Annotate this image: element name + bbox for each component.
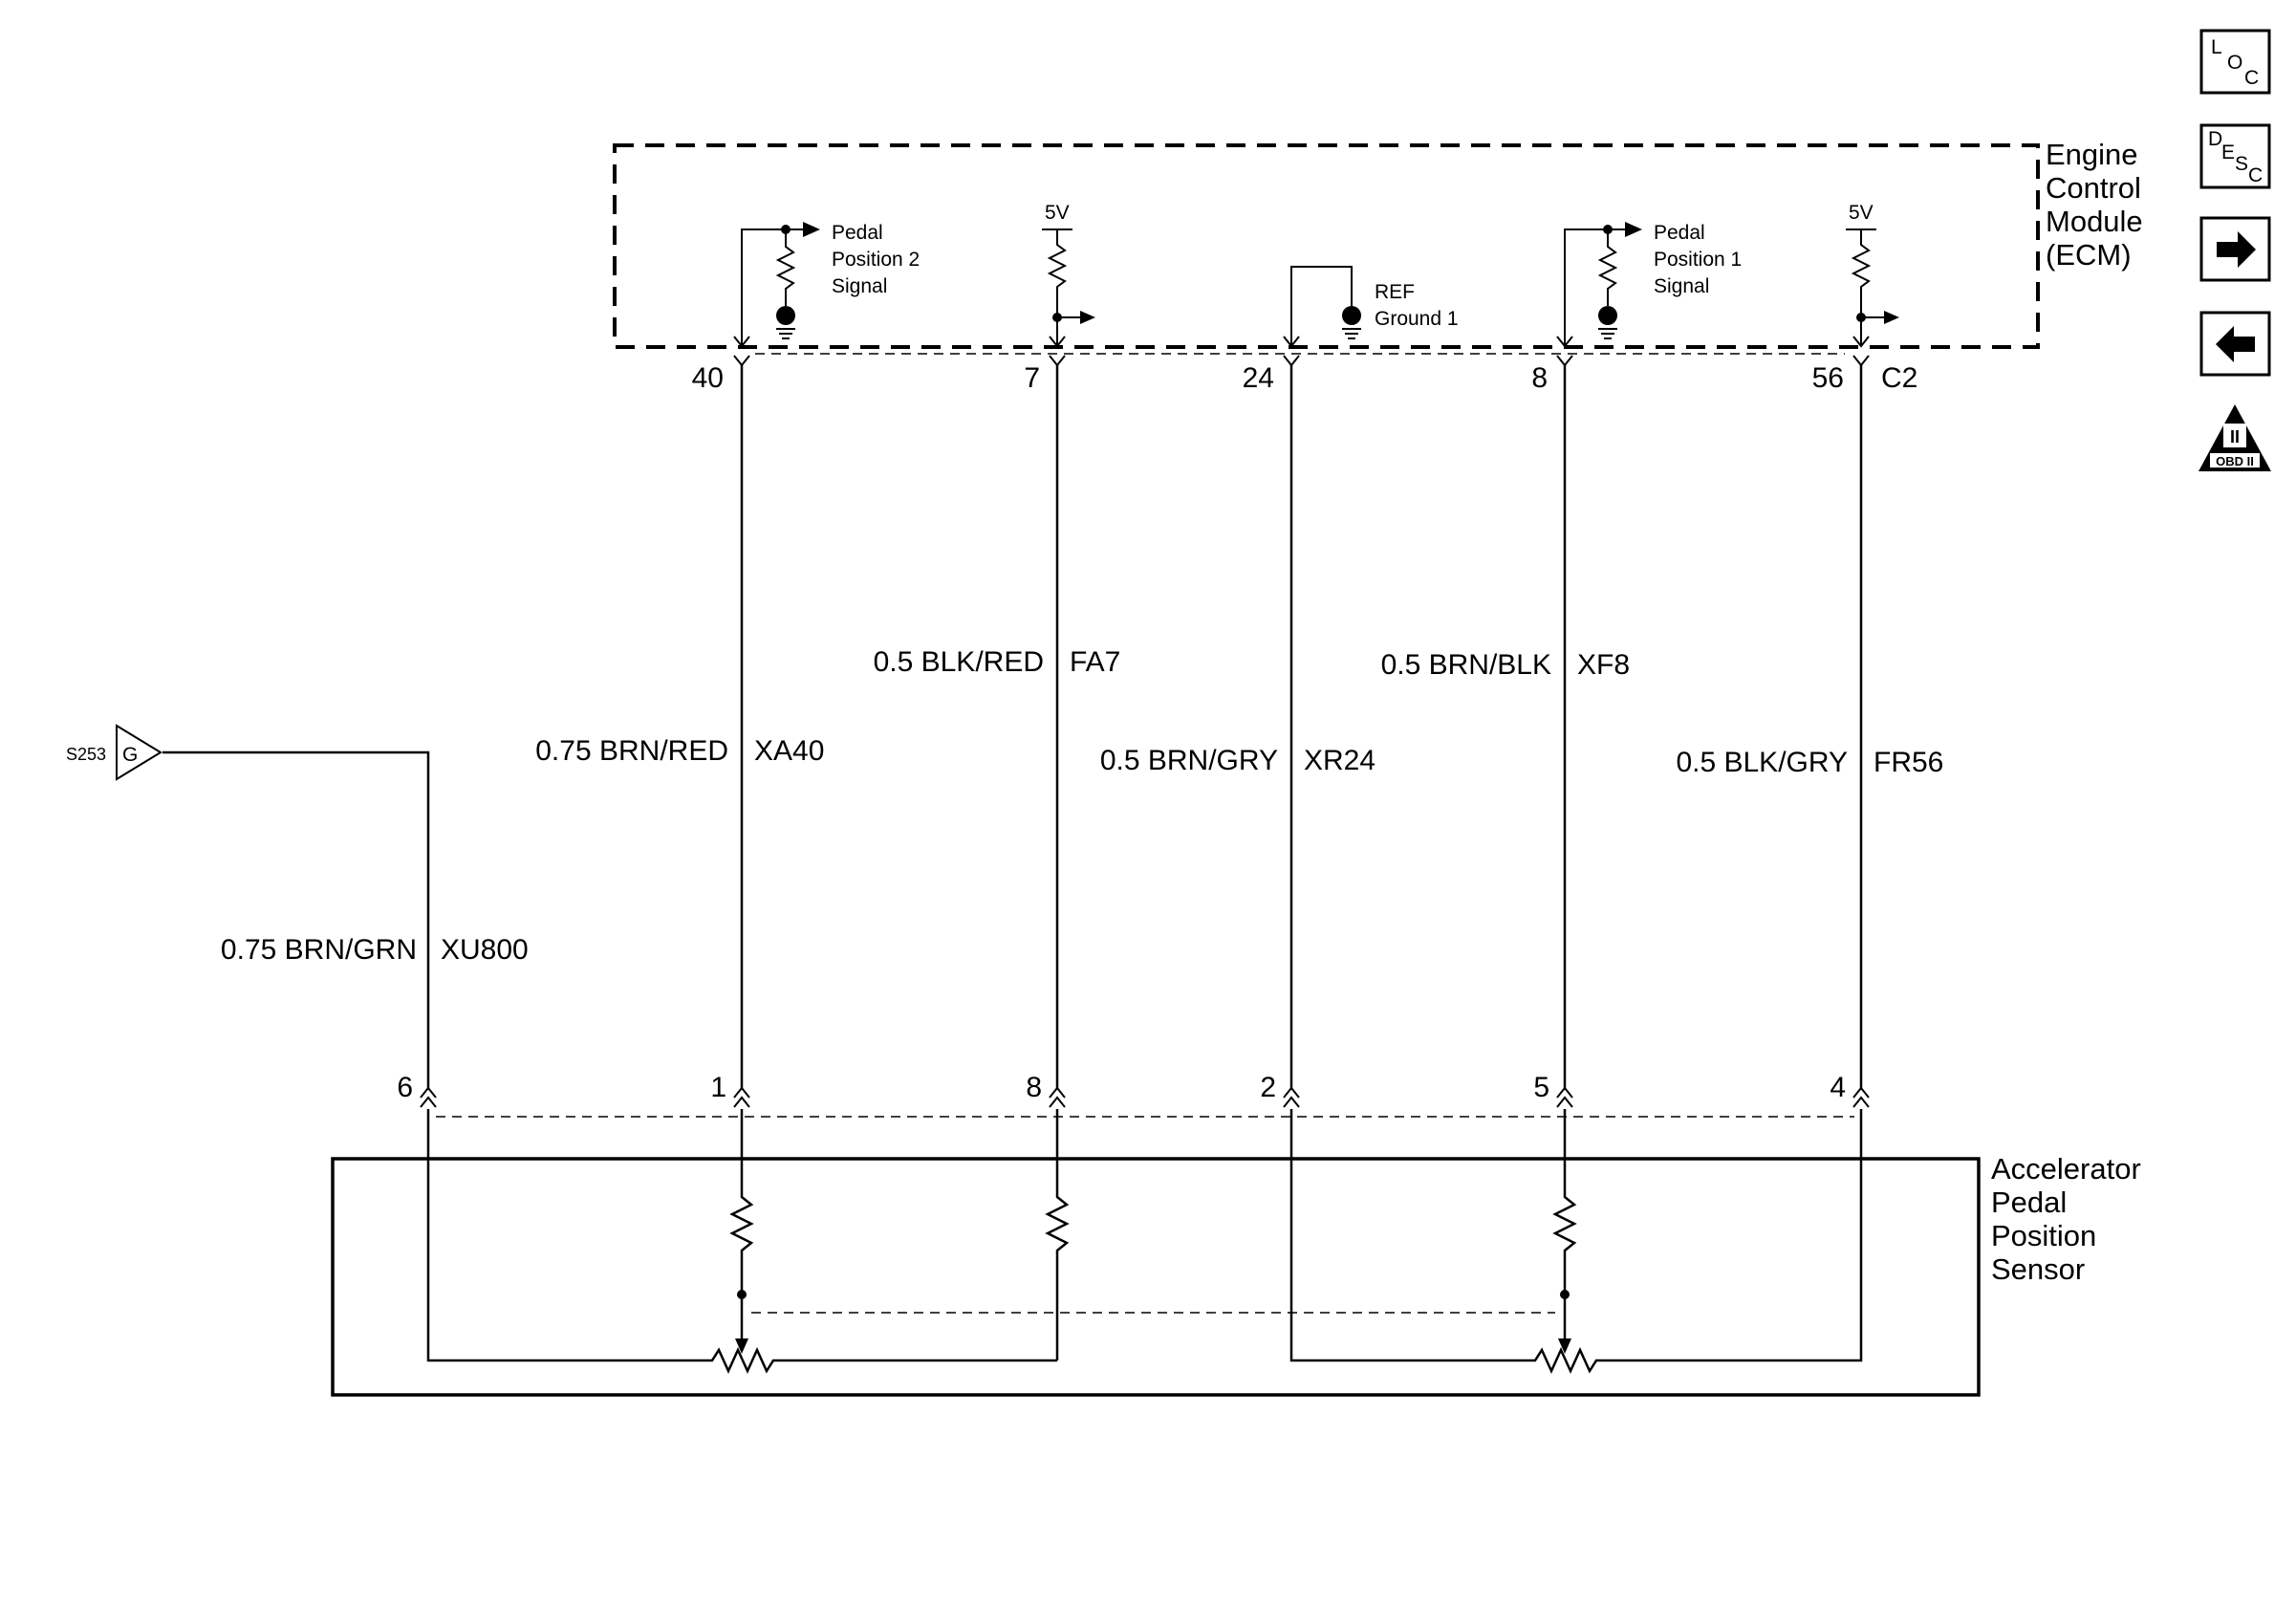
obd-ii-button[interactable]: II OBD II xyxy=(2199,404,2271,471)
forward-button[interactable] xyxy=(2199,216,2271,282)
pedal2-label-line-3: Signal xyxy=(832,275,887,297)
app-sensor-boundary xyxy=(331,1157,1981,1397)
ref-label-line-1: REF xyxy=(1375,281,1415,303)
ecm-pin-7: 7 xyxy=(1024,362,1040,394)
ecm-name-line-4: (ECM) xyxy=(2046,238,2132,272)
ecm-connector-id: C2 xyxy=(1881,362,1917,394)
pedal1-label-line-3: Signal xyxy=(1654,275,1709,297)
ground-icon xyxy=(1598,306,1617,325)
splice-triangle-icon xyxy=(116,724,162,781)
desc-letter-d: D xyxy=(2208,128,2222,150)
resistor-icon xyxy=(729,1109,754,1295)
loc-letter-o: O xyxy=(2227,52,2242,74)
app-sensor-name-line-2: Pedal xyxy=(1991,1186,2067,1219)
splice-letter: G xyxy=(122,744,138,766)
pedal1-label-line-2: Position 1 xyxy=(1654,249,1742,271)
app-sensor-name-line-3: Position xyxy=(1991,1219,2096,1252)
obd-top-label: II xyxy=(2230,427,2240,446)
wire-xr24-color: 0.5 BRN/GRY xyxy=(1100,745,1278,776)
wire-fr56-color: 0.5 BLK/GRY xyxy=(1676,747,1848,778)
sensor-pins: 6 1 8 2 5 4 xyxy=(397,1072,1846,1103)
wire-xf8-circuit: XF8 xyxy=(1577,649,1630,681)
desc-button[interactable]: D E S C xyxy=(2199,123,2271,189)
wire-labels: 0.75 BRN/GRN XU800 0.75 BRN/RED XA40 0.5… xyxy=(221,646,1943,966)
ecm-name-line-2: Control xyxy=(2046,171,2141,205)
wire-fa7-circuit: FA7 xyxy=(1070,646,1120,678)
app-sensor-module: Accelerator Pedal Position Sensor xyxy=(331,1109,2141,1397)
obd-bottom-label: OBD II xyxy=(2216,454,2254,468)
wiper-arrow-icon xyxy=(1558,1338,1571,1354)
pedal2-label-line-1: Pedal xyxy=(832,222,883,244)
arrow-right-icon xyxy=(2217,231,2256,268)
pullup-resistor-icon xyxy=(1597,229,1618,306)
wire-xu800 xyxy=(162,751,430,1090)
ecm-pin-40: 40 xyxy=(692,362,724,394)
wire-fa7-color: 0.5 BLK/RED xyxy=(874,646,1044,678)
wiper-arrow-icon xyxy=(735,1338,748,1354)
desc-letter-e: E xyxy=(2221,141,2235,163)
ground-icon xyxy=(1342,306,1361,325)
loc-button[interactable]: L O C xyxy=(2199,29,2271,95)
ecm-pin-8: 8 xyxy=(1531,362,1548,394)
ref-label-line-2: Ground 1 xyxy=(1375,308,1459,330)
sensor-pin-4: 4 xyxy=(1830,1072,1846,1103)
sensor-pin-8: 8 xyxy=(1026,1072,1042,1103)
wire-xu800-color: 0.75 BRN/GRN xyxy=(221,934,417,966)
wire-xr24-circuit: XR24 xyxy=(1304,745,1375,776)
pedal1-label-line-1: Pedal xyxy=(1654,222,1705,244)
ecm-5v-supply-b: 5V xyxy=(1846,202,1899,348)
ground-icon xyxy=(776,306,795,325)
ecm-pedal2-circuit: Pedal Position 2 Signal xyxy=(733,222,920,348)
wire-xa40-color: 0.75 BRN/RED xyxy=(535,735,728,767)
sensor-track-2 xyxy=(426,1109,1070,1375)
ecm-pins: 40 7 24 8 56 C2 xyxy=(692,362,1918,394)
app-sensor-name-line-4: Sensor xyxy=(1991,1252,2085,1286)
potentiometer-icon xyxy=(426,1109,1057,1375)
sensor-pin-2: 2 xyxy=(1260,1072,1276,1103)
splice-id: S253 xyxy=(66,745,106,764)
ecm-pin-56: 56 xyxy=(1812,362,1844,394)
harness-wires xyxy=(162,355,1870,1108)
wire-fr56-circuit: FR56 xyxy=(1874,747,1943,778)
loc-letter-l: L xyxy=(2211,36,2222,58)
ecm-boundary xyxy=(613,143,2040,349)
app-sensor-name-line-1: Accelerator xyxy=(1991,1152,2141,1186)
splice-s253: S253 G xyxy=(66,724,162,781)
desc-letter-c: C xyxy=(2248,164,2263,186)
wire-xa40-circuit: XA40 xyxy=(754,735,824,767)
resistor-icon xyxy=(1552,1109,1577,1295)
pullup-resistor-icon xyxy=(775,229,796,306)
desc-letter-s: S xyxy=(2235,153,2248,175)
resistor-icon xyxy=(1045,1109,1070,1360)
arrow-left-icon xyxy=(2216,326,2255,362)
ecm-module: Engine Control Module (ECM) xyxy=(613,138,2143,349)
ecm-5v-supply-a: 5V xyxy=(1042,202,1095,348)
wire-xu800-circuit: XU800 xyxy=(441,934,529,966)
ecm-ref-ground: REF Ground 1 xyxy=(1283,266,1459,348)
ecm-pedal1-circuit: Pedal Position 1 Signal xyxy=(1556,222,1742,348)
supply-label-b: 5V xyxy=(1849,202,1874,224)
sensor-track-1 xyxy=(1289,1109,1863,1375)
sensor-pin-6: 6 xyxy=(397,1072,413,1103)
ecm-pin-24: 24 xyxy=(1243,362,1274,394)
wire-xf8-color: 0.5 BRN/BLK xyxy=(1381,649,1551,681)
back-button[interactable] xyxy=(2199,311,2271,377)
pedal2-label-line-2: Position 2 xyxy=(832,249,920,271)
sensor-pin-5: 5 xyxy=(1533,1072,1549,1103)
supply-label-a: 5V xyxy=(1045,202,1070,224)
ecm-name-line-1: Engine xyxy=(2046,138,2138,171)
sensor-pin-1: 1 xyxy=(710,1072,726,1103)
loc-letter-c: C xyxy=(2244,67,2259,89)
potentiometer-icon xyxy=(1289,1109,1863,1375)
supply-resistor-icon xyxy=(1851,229,1872,346)
ecm-name-line-3: Module xyxy=(2046,205,2143,238)
supply-resistor-icon xyxy=(1047,229,1068,346)
